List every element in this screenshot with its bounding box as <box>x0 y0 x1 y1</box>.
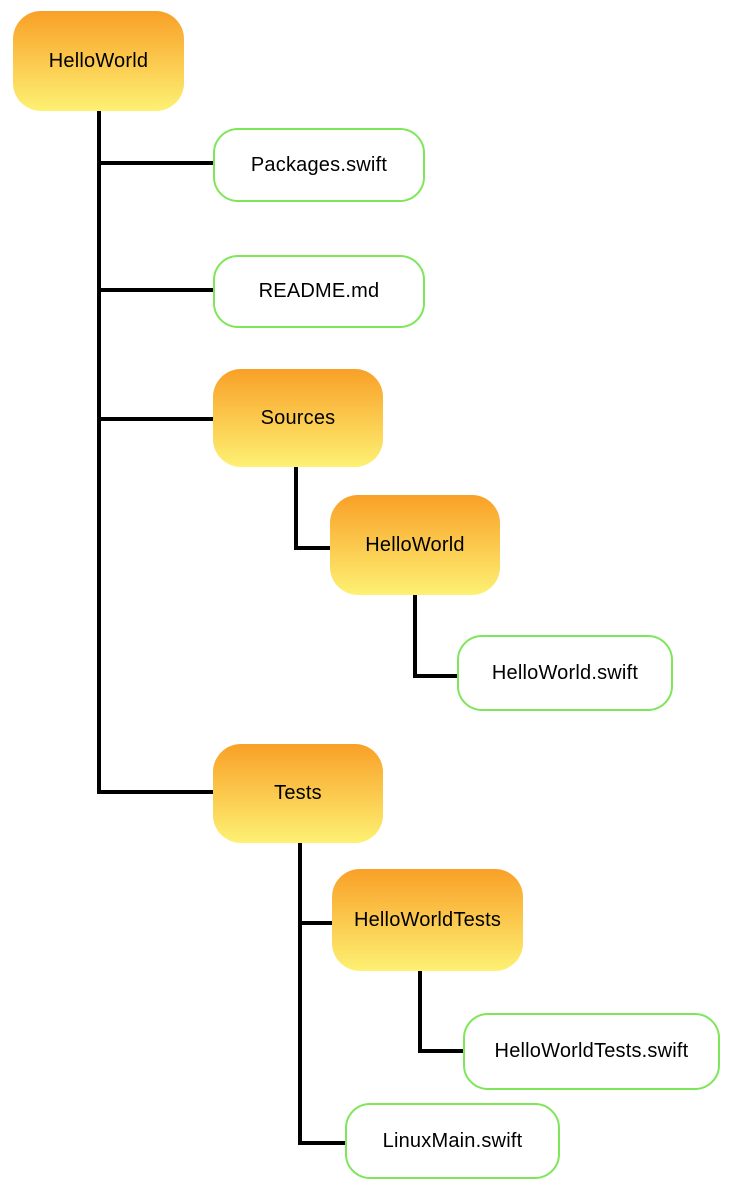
connector-helloworld-to-helloworld-swift <box>413 674 457 678</box>
tree-node-label: Sources <box>260 406 336 429</box>
connector-tests-to-linuxmain-swift <box>298 1141 345 1145</box>
tree-node-label: HelloWorldTests <box>353 908 502 931</box>
tree-node-readme-md: README.md <box>213 255 425 328</box>
tree-node-label: HelloWorld <box>365 533 465 556</box>
tree-node-label: Packages.swift <box>250 153 388 176</box>
tree-node-tests: Tests <box>213 744 383 843</box>
tree-node-packages-swift: Packages.swift <box>213 128 425 202</box>
tree-node-sources: Sources <box>213 369 383 467</box>
tree-node-helloworldtests-swift: HelloWorldTests.swift <box>463 1013 720 1090</box>
connector-tests-trunk <box>298 842 302 1145</box>
tree-node-helloworld-root: HelloWorld <box>13 11 184 111</box>
connector-root-trunk <box>97 110 101 794</box>
tree-node-label: Tests <box>274 782 322 804</box>
tree-node-label: README.md <box>258 280 380 302</box>
tree-node-label: LinuxMain.swift <box>382 1129 523 1152</box>
connector-helloworldtests-trunk <box>418 970 422 1053</box>
connector-root-to-tests <box>97 790 213 794</box>
tree-node-linuxmain-swift: LinuxMain.swift <box>345 1103 560 1179</box>
connector-sources-trunk <box>294 466 298 550</box>
connector-root-to-packages-swift <box>97 161 213 165</box>
tree-node-sources-helloworld: HelloWorld <box>330 495 500 595</box>
connector-root-to-sources <box>97 417 213 421</box>
connector-sources-to-helloworld <box>294 546 330 550</box>
connector-root-to-readme-md <box>97 288 213 292</box>
connector-helloworldtests-to-tests-swift <box>418 1049 463 1053</box>
tree-node-label: HelloWorld <box>48 49 149 72</box>
connector-sources-helloworld-trunk <box>413 594 417 678</box>
connector-tests-to-helloworldtests <box>298 921 332 925</box>
tree-node-helloworldtests: HelloWorldTests <box>332 869 523 971</box>
tree-node-helloworld-swift: HelloWorld.swift <box>457 635 673 711</box>
tree-node-label: HelloWorldTests.swift <box>494 1040 689 1062</box>
tree-node-label: HelloWorld.swift <box>491 661 639 684</box>
